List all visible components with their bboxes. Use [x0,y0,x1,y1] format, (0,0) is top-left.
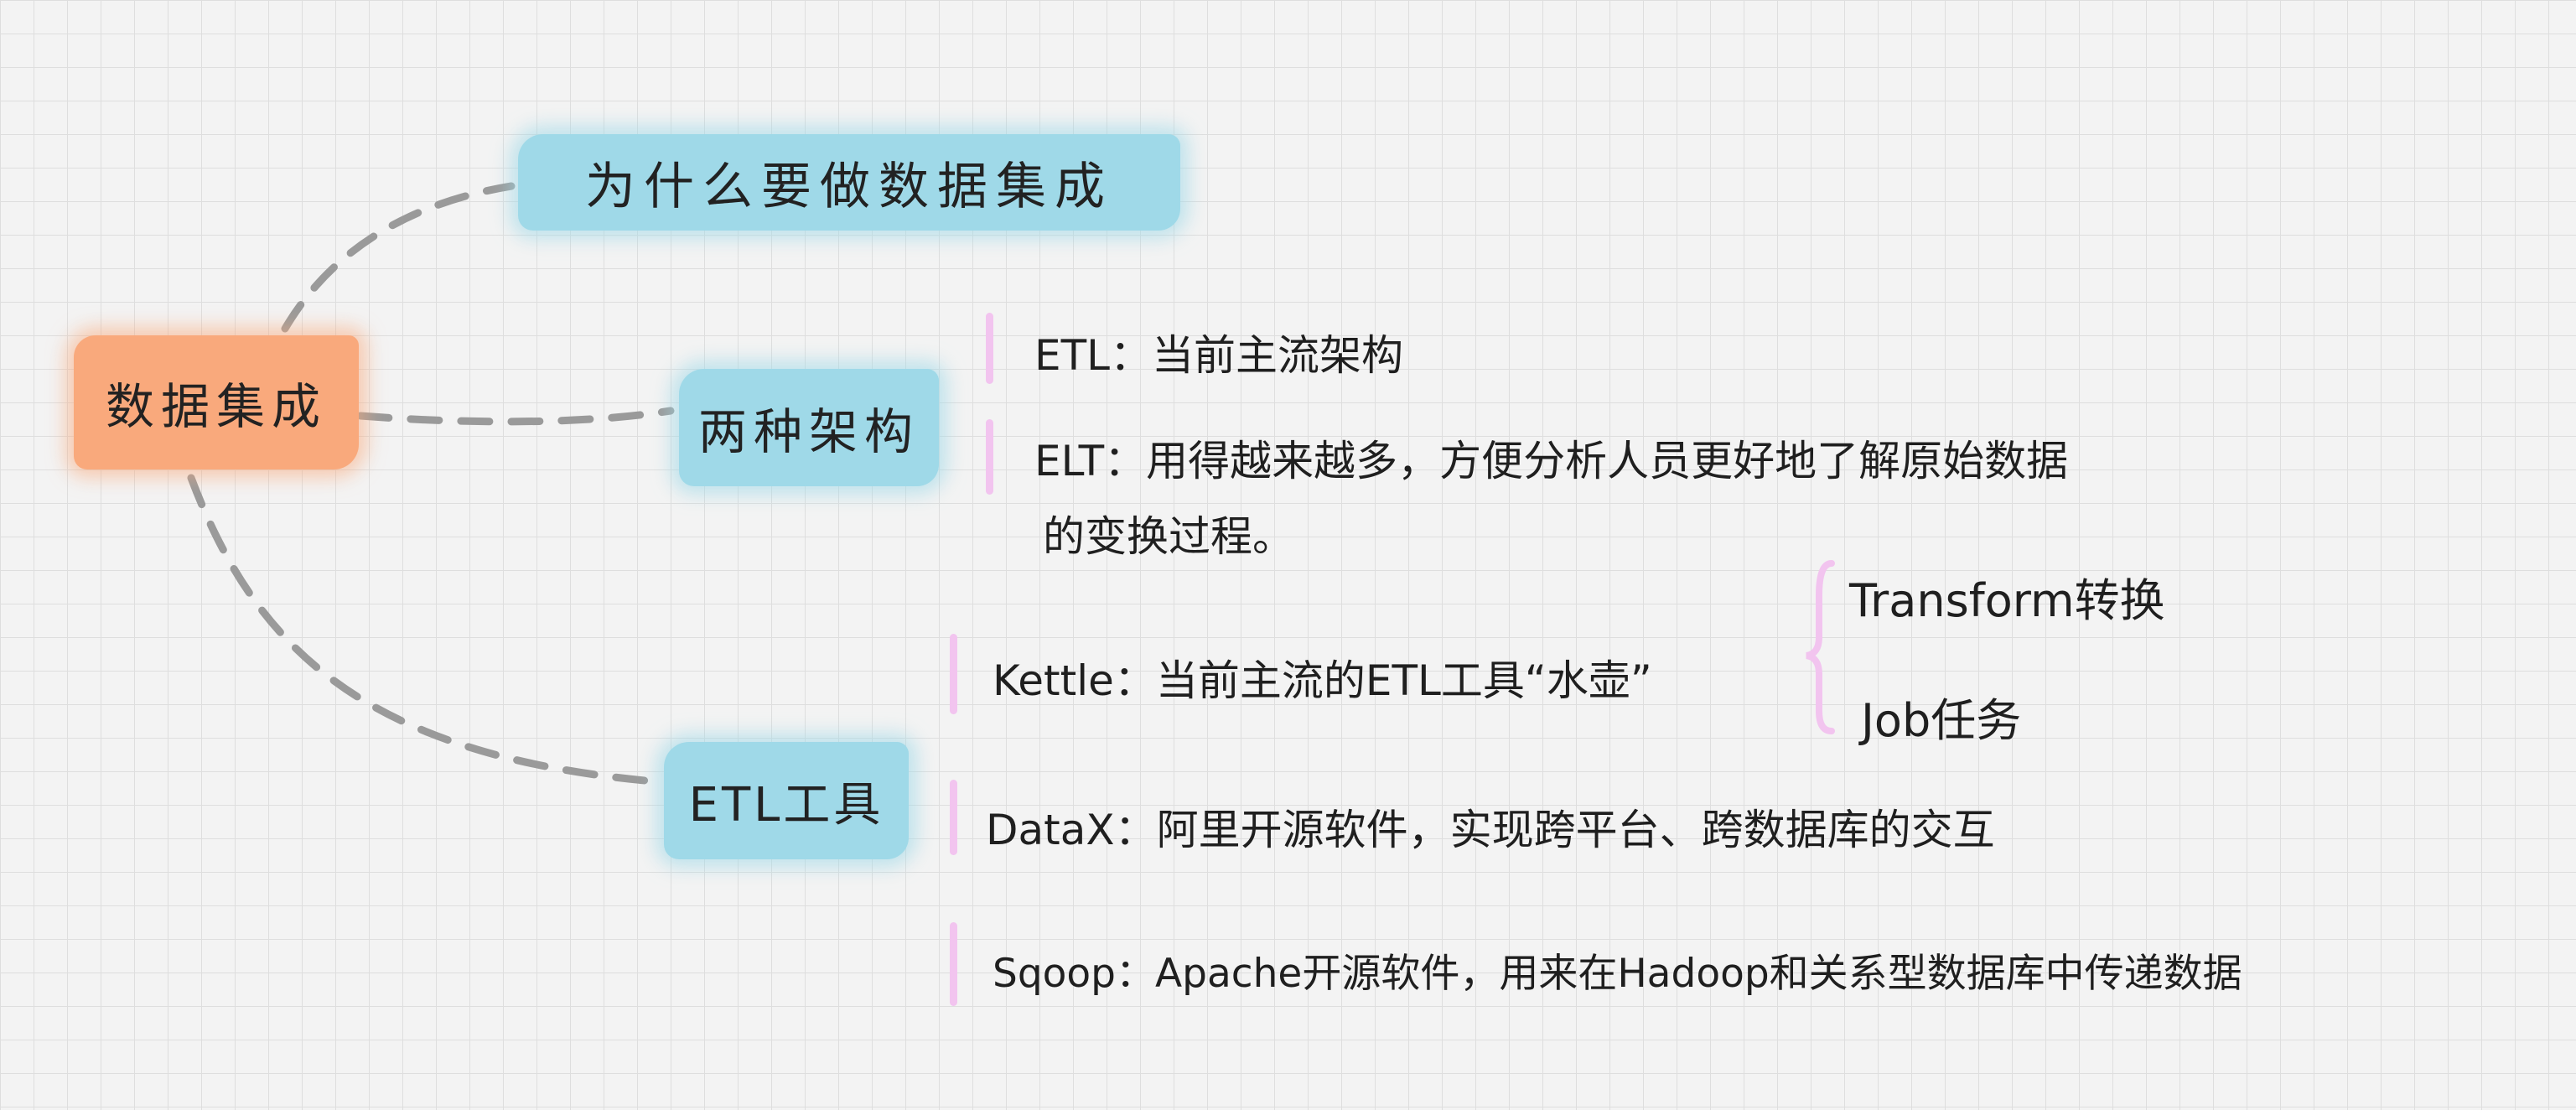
connector-root-architectures [356,407,675,426]
connector-root-why [281,182,516,333]
connector-root-etl-tools [187,474,658,786]
branch-why-integration: 为什么要做数据集成 [518,134,1180,231]
leaf-elt-architecture: ELT：用得越来越多，方便分析人员更好地了解原始数据 [1034,437,2069,485]
leaf-marker-kettle [950,634,957,714]
leaf-datax: DataX：阿里开源软件，实现跨平台、跨数据库的交互 [986,806,1995,854]
leaf-marker-elt [986,419,993,495]
leaf-marker-sqoop [950,922,957,1006]
leaf-etl-architecture: ETL：当前主流架构 [1034,331,1403,380]
branch-two-architectures: 两种架构 [679,369,939,486]
kettle-sub-job: Job任务 [1861,694,2022,747]
leaf-kettle: Kettle：当前主流的ETL工具“水壶” [993,656,1652,705]
branch-etl-tools: ETL工具 [664,742,909,859]
leaf-elt-architecture-continued: 的变换过程。 [1043,512,1294,561]
leaf-marker-datax [950,780,957,855]
root-node: 数据集成 [74,335,359,469]
kettle-brace [1806,560,1835,734]
leaf-sqoop: Sqoop：Apache开源软件，用来在Hadoop和关系型数据库中传递数据 [993,951,2242,997]
kettle-sub-transform: Transform转换 [1849,574,2165,627]
leaf-marker-etl [986,313,993,384]
